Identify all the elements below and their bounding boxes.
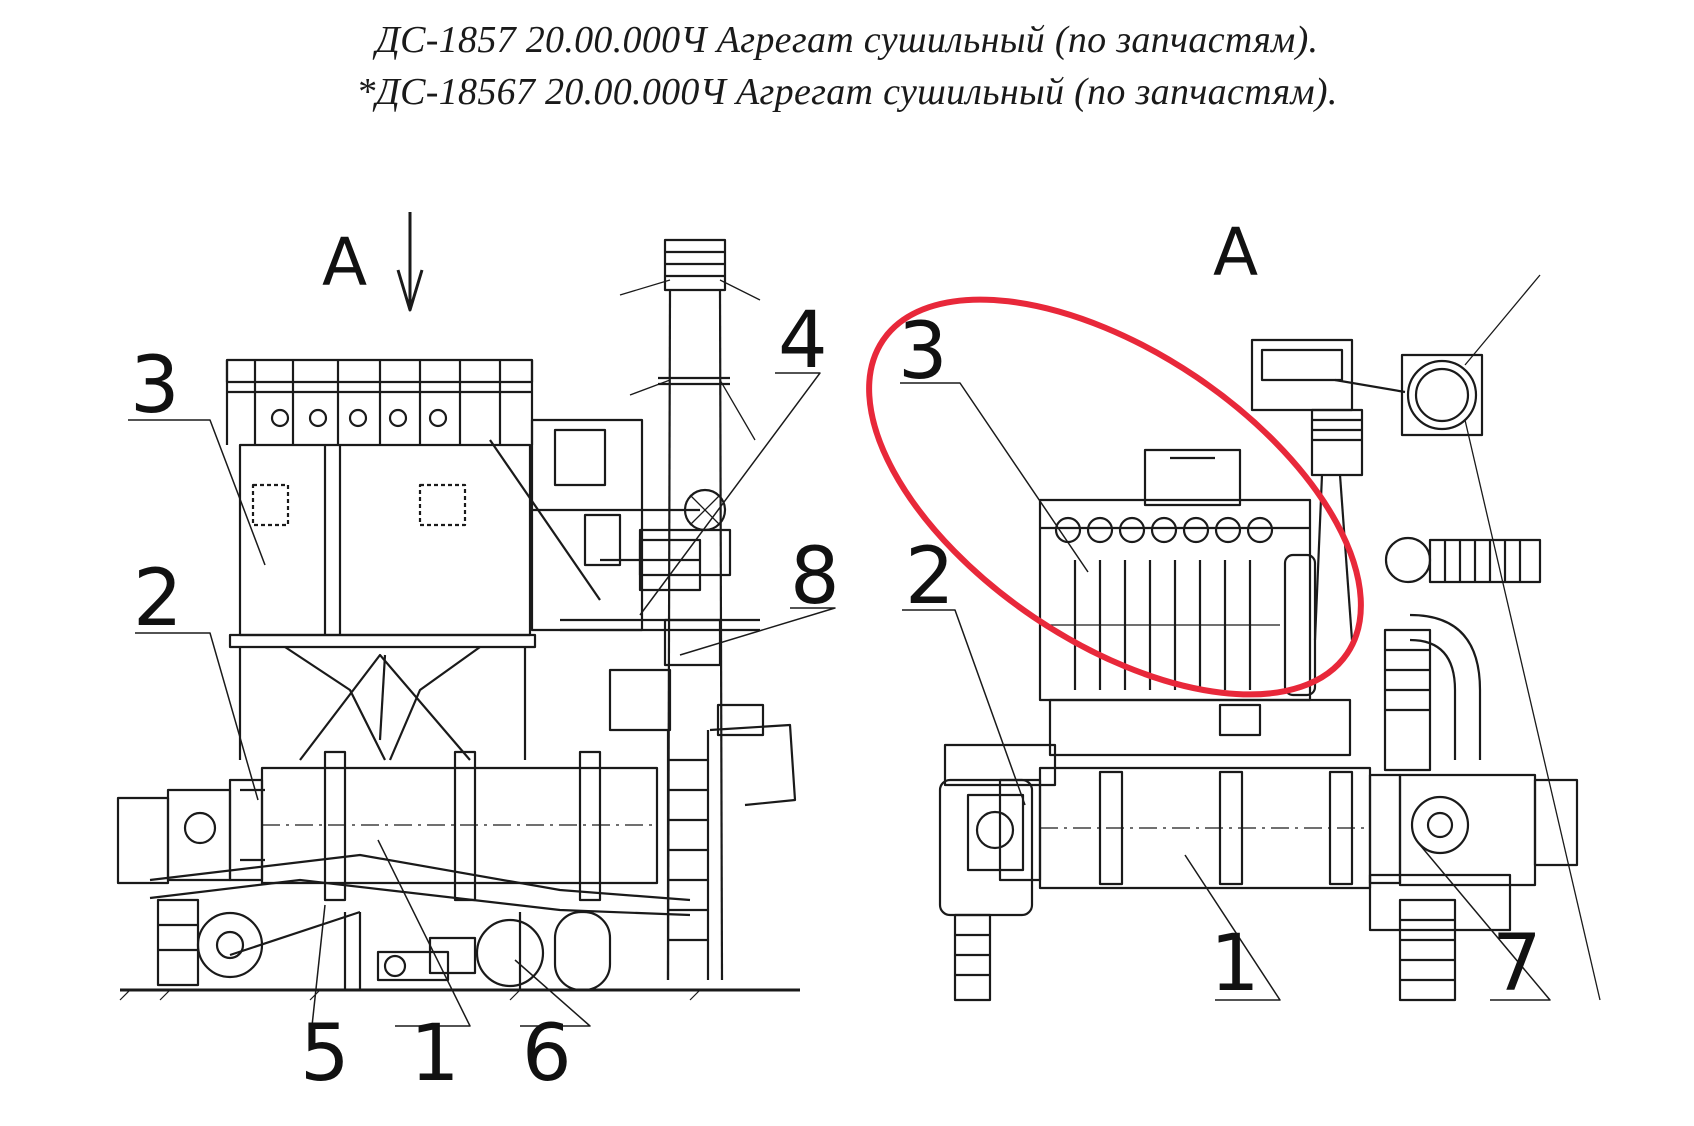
access-ladder xyxy=(666,703,797,980)
highlight-ellipse xyxy=(866,296,1364,698)
drum-drive xyxy=(376,910,612,992)
callout-8-left: 8 xyxy=(790,532,840,622)
side-duct xyxy=(1383,536,1542,772)
drying-drum-left xyxy=(240,750,659,902)
callout-2-left: 2 xyxy=(133,554,183,644)
drying-drum-plan xyxy=(998,766,1402,890)
callout-1-left: 1 xyxy=(410,1009,460,1099)
callout-3-left: 3 xyxy=(130,341,180,431)
drawing-title-line-1: ДС-1857 20.00.000Ч Агрегат сушильный (по… xyxy=(375,19,1319,61)
callout-1-right: 1 xyxy=(1210,919,1260,1009)
callout-6-left: 6 xyxy=(522,1009,572,1099)
view-title-right: A xyxy=(1213,214,1258,291)
burner-unit-left xyxy=(116,778,264,885)
view-mark-left: A xyxy=(322,224,367,301)
callout-4-left: 4 xyxy=(778,296,828,386)
feed-conveyor xyxy=(149,853,691,990)
bag-filter-left xyxy=(225,358,537,761)
callout-2-right: 2 xyxy=(905,532,955,622)
callout-7-right: 7 xyxy=(1492,919,1542,1009)
callout-5-left: 5 xyxy=(300,1009,350,1099)
left-view xyxy=(116,212,836,1027)
ground-hatching xyxy=(119,989,701,1001)
leader-lines-right xyxy=(900,382,1551,1001)
right-view xyxy=(900,274,1601,1002)
outlet-chamber xyxy=(1368,773,1579,932)
burner-plan xyxy=(938,743,1057,917)
drawing-title-line-2: *ДС-18567 20.00.000Ч Агрегат сушильный (… xyxy=(356,71,1338,113)
access-stairs-right xyxy=(953,898,1457,1002)
callout-3-right: 3 xyxy=(898,307,948,397)
drum-tyre-rings xyxy=(323,750,602,902)
leader-lines-left xyxy=(128,372,836,1027)
cyclone-assembly xyxy=(1250,274,1601,1001)
bag-filter-plan xyxy=(1038,448,1352,757)
